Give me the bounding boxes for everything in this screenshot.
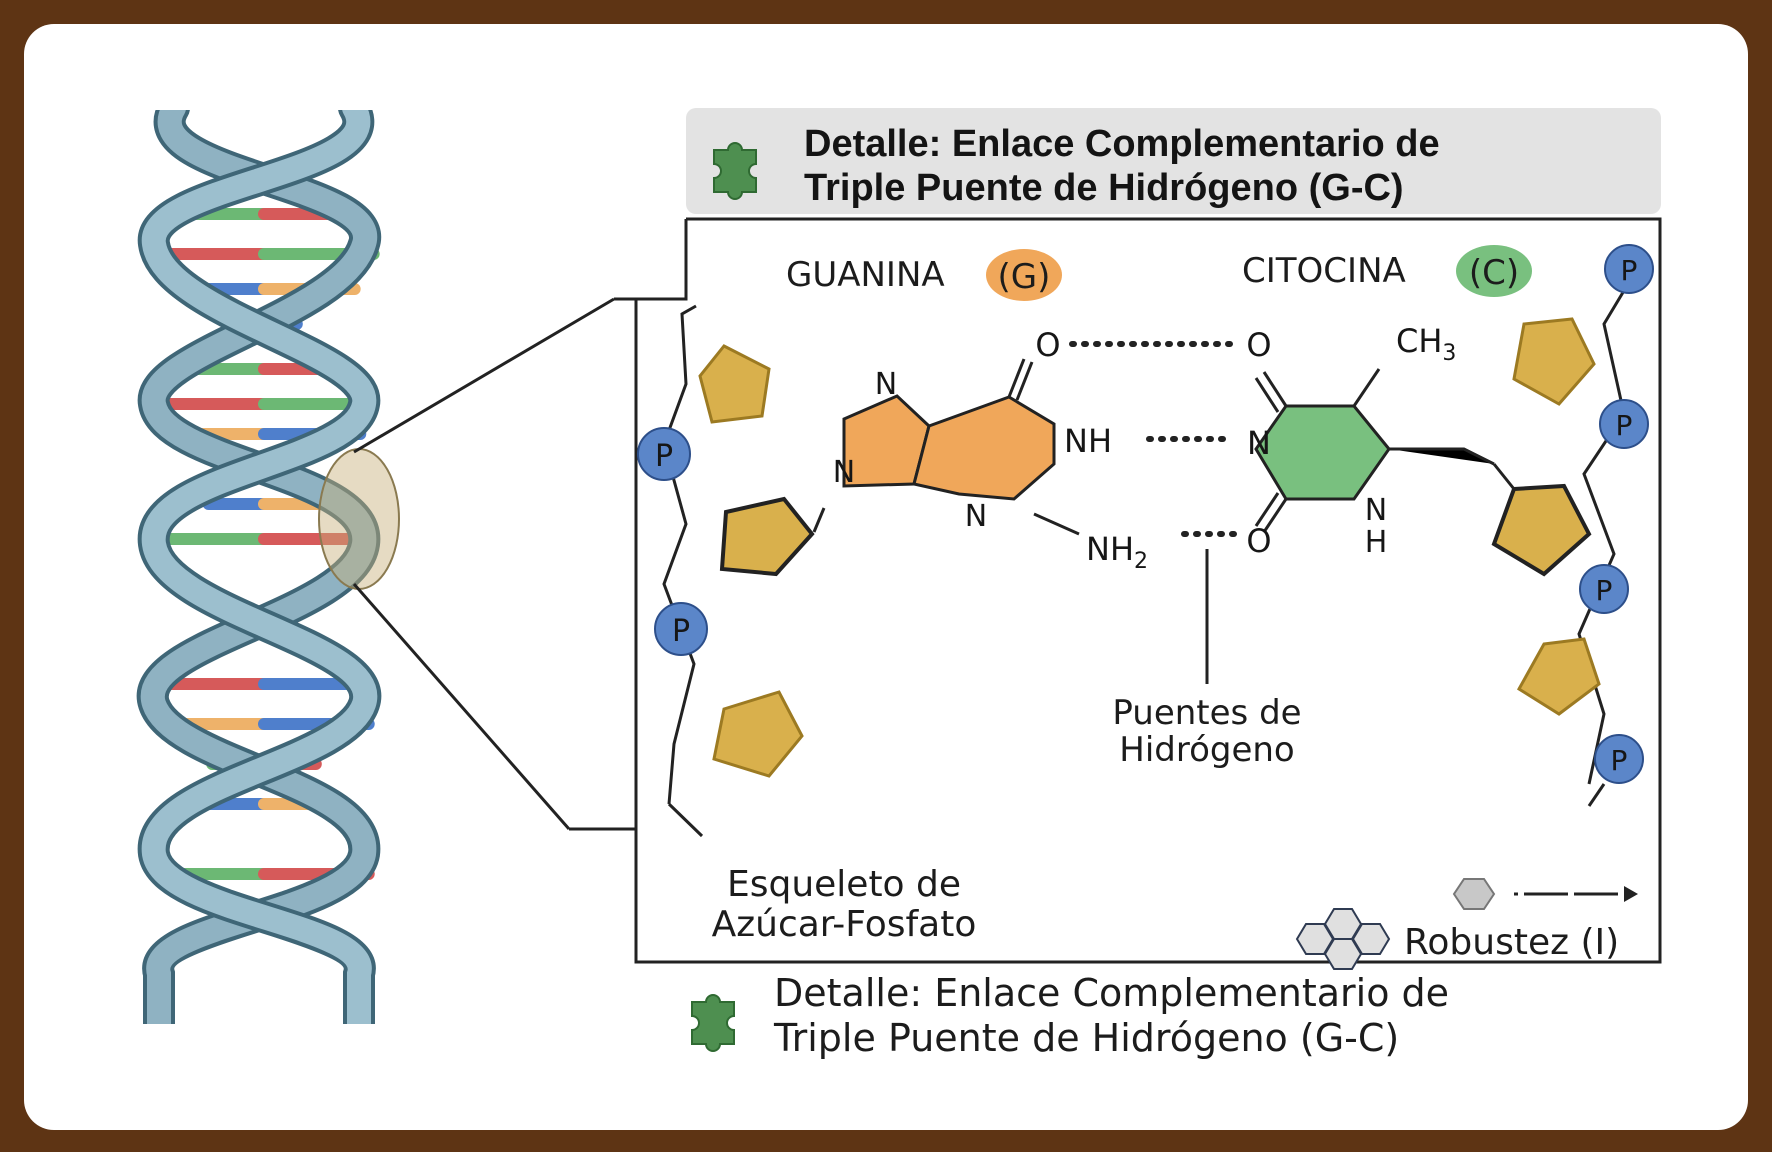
backbone-label-line-2: Azúcar-Fosfato	[712, 904, 977, 945]
title-line-1: Detalle: Enlace Complementario de	[804, 123, 1440, 165]
zoom-connector-bottom	[352, 583, 571, 830]
cytosine-name: CITOCINA	[1242, 251, 1406, 291]
bottom-caption: Detalle: Enlace Complementario de Triple…	[691, 971, 1449, 1060]
phosphate-label: P	[1596, 574, 1613, 607]
phosphate-icon	[1604, 244, 1654, 294]
cytosine-label: CITOCINA (C)	[1242, 245, 1532, 297]
phosphate-icon	[1579, 564, 1629, 614]
phosphate-label: P	[1616, 409, 1633, 442]
cytosine-molecule: O N O N H CH3	[1246, 322, 1495, 560]
arrow-icon	[1514, 886, 1638, 902]
hydrogen-bonds	[1069, 341, 1237, 537]
hexagon-icon	[1452, 878, 1496, 910]
sugar-pentagon	[1516, 637, 1601, 716]
detail-panel-border	[569, 217, 1662, 964]
title-line-2: Triple Puente de Hidrógeno (G-C)	[804, 167, 1404, 209]
cytosine-letter: (C)	[1469, 253, 1519, 293]
zoom-connector-top	[353, 297, 615, 454]
guanine-nh: NH	[1064, 422, 1112, 460]
hbond-label-line-1: Puentes de	[1112, 693, 1301, 733]
caption-line-2: Triple Puente de Hidrógeno (G-C)	[773, 1016, 1399, 1060]
cytosine-nh-n: N	[1365, 493, 1387, 528]
phosphate-icon	[637, 427, 691, 481]
honeycomb-icon	[1295, 908, 1391, 970]
cytosine-o-top: O	[1246, 326, 1271, 364]
phosphate-icon	[1594, 734, 1644, 784]
hbond-label-line-2: Hidrógeno	[1119, 730, 1294, 770]
cytosine-n: N	[1247, 424, 1271, 462]
title-header: Detalle: Enlace Complementario de Triple…	[686, 108, 1661, 214]
atom-n: N	[833, 455, 855, 490]
methyl-group: CH3	[1396, 322, 1456, 366]
guanine-name: GUANINA	[786, 255, 945, 295]
puzzle-icon	[691, 994, 735, 1052]
cytosine-nh-h: H	[1365, 525, 1388, 560]
cytosine-o-bottom: O	[1246, 522, 1271, 560]
right-backbone: P P P P	[1491, 244, 1654, 807]
phosphate-label: P	[655, 439, 673, 474]
sugar-pentagon	[712, 690, 804, 778]
sugar-pentagon	[1491, 483, 1592, 577]
sugar-pentagon	[1512, 317, 1596, 406]
left-backbone: P P	[637, 304, 826, 838]
phosphate-icon	[654, 602, 708, 656]
dna-helix	[124, 84, 424, 1064]
diagram-frame: Detalle: Enlace Complementario de Triple…	[24, 24, 1748, 1130]
dna-diagram: Detalle: Enlace Complementario de Triple…	[124, 84, 1662, 1064]
sugar-pentagon	[719, 496, 815, 577]
robustness-label: Robustez (I)	[1404, 922, 1619, 963]
atom-n: N	[875, 367, 897, 402]
sugar-pentagon	[698, 344, 771, 424]
phosphate-label: P	[1621, 254, 1638, 287]
phosphate-icon	[1599, 399, 1649, 449]
phosphate-label: P	[1611, 744, 1628, 777]
backbone-label-line-1: Esqueleto de	[727, 864, 961, 905]
robustness-legend: Robustez (I)	[1295, 878, 1638, 970]
guanine-letter: (G)	[998, 257, 1051, 297]
guanine-nh2: NH2	[1086, 530, 1148, 574]
zoom-highlight	[318, 448, 400, 590]
guanine-label: GUANINA (G)	[786, 249, 1062, 301]
atom-n: N	[965, 499, 987, 534]
guanine-o: O	[1035, 326, 1060, 364]
guanine-molecule: N N N O NH NH2	[833, 326, 1148, 574]
puzzle-icon	[713, 142, 757, 200]
phosphate-label: P	[672, 614, 690, 649]
caption-line-1: Detalle: Enlace Complementario de	[774, 971, 1449, 1015]
